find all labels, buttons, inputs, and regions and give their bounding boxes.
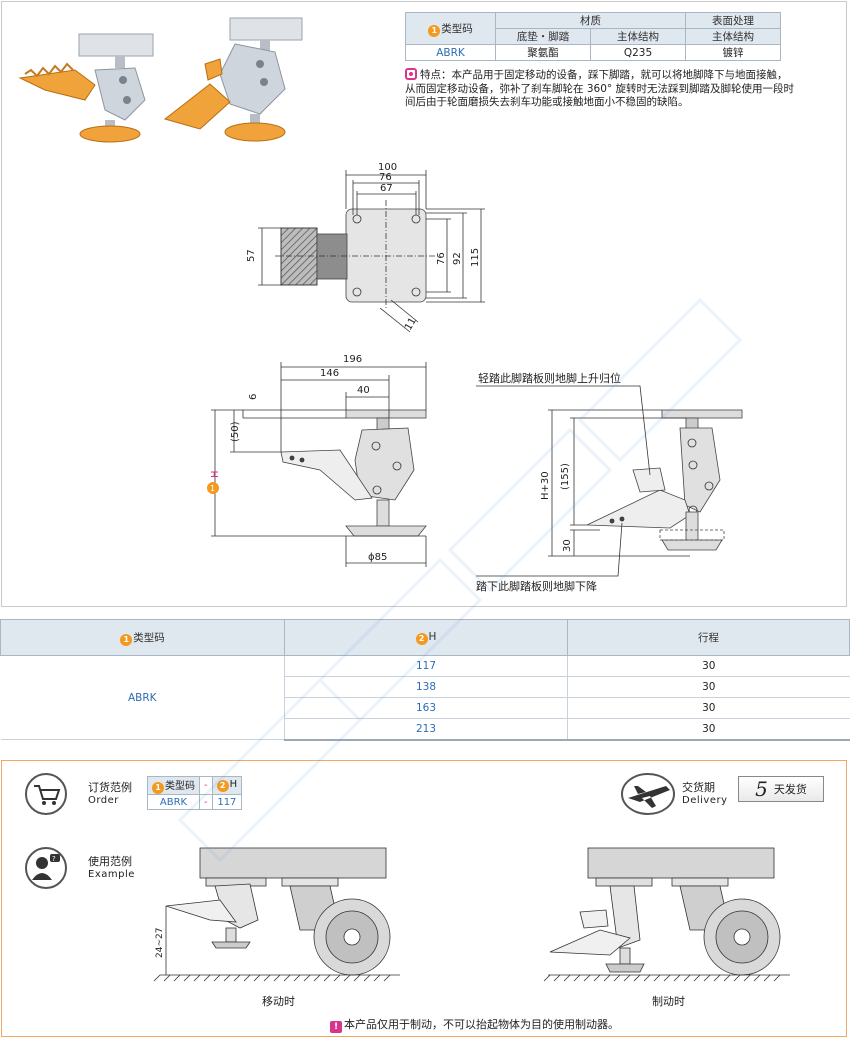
h-table-h-value: 117 [284, 655, 568, 677]
dim-6: 6 [248, 394, 259, 400]
up-note: 轻踏此脚踏板则地脚上升归位 [478, 371, 621, 385]
h-table-stroke-value: 30 [567, 718, 850, 741]
dim-76-top: 76 [379, 172, 392, 183]
dim-115: 115 [470, 248, 481, 267]
order-example-panel [1, 760, 847, 1037]
dim-146: 146 [320, 368, 339, 379]
airplane-icon [621, 773, 675, 815]
number-2-icon: 2 [216, 780, 229, 792]
moving-label: 移动时 [262, 995, 295, 1008]
side-view-drawing [211, 362, 427, 567]
spec-surface-value: 镀锌 [685, 44, 781, 61]
dim-40: 40 [357, 385, 370, 396]
dim-57: 57 [246, 249, 257, 262]
cart-icon [25, 773, 67, 815]
usage-note: !本产品仅用于制动，不可以抬起物体为目的使用制动器。 [330, 1016, 619, 1033]
number-1-icon: 1 [428, 24, 441, 37]
dim-100: 100 [378, 162, 397, 173]
spec-body-value: Q235 [590, 44, 686, 61]
h-table-type: ABRK [0, 655, 285, 740]
h-table-h-value: 163 [284, 697, 568, 719]
dim-76-side: 76 [436, 252, 447, 265]
dim-H30: H+30 [540, 471, 551, 500]
order-label-en: Order [88, 795, 119, 806]
spec-header-pad: 底垫・脚踏 [495, 28, 591, 45]
h-table-h-value: 138 [284, 676, 568, 698]
order-type: ABRK [147, 794, 200, 810]
feature-icon [405, 68, 417, 80]
delivery-label-en: Delivery [682, 795, 728, 806]
dim-30: 30 [562, 539, 573, 552]
h-table-stroke-value: 30 [567, 697, 850, 719]
number-2-icon: 2 [415, 632, 428, 645]
product-photo-left [18, 33, 154, 143]
spec-header-surface: 表面处理 [685, 12, 781, 29]
svg-text:?: ? [52, 855, 56, 863]
spec-header-body: 主体结构 [590, 28, 686, 45]
example-dim: 24~27 [155, 928, 165, 958]
h-table-h-value: 213 [284, 718, 568, 741]
operation-view-drawing [476, 385, 743, 577]
dim-50: (50) [230, 421, 241, 442]
dim-155: (155) [560, 463, 571, 490]
number-1-icon: 1 [152, 782, 164, 794]
delivery-label: 交货期 [682, 781, 715, 794]
h-table-header-stroke: 行程 [567, 619, 850, 656]
side-num-1: 1 [210, 484, 215, 493]
spec-pad-value: 聚氨酯 [495, 44, 591, 61]
delivery-days-label: 天发货 [773, 783, 807, 796]
spec-type-value: ABRK [405, 44, 496, 61]
dim-92: 92 [452, 252, 463, 265]
order-label: 订货范例 [88, 781, 132, 794]
dim-196: 196 [343, 354, 362, 365]
dim-H: H [210, 470, 221, 478]
top-view-drawing [258, 170, 485, 333]
number-1-icon: 1 [120, 633, 133, 646]
h-table-stroke-value: 30 [567, 676, 850, 698]
delivery-days-box: 5 天发货 [738, 776, 824, 802]
h-table-stroke-value: 30 [567, 655, 850, 677]
order-h: 117 [211, 794, 243, 810]
exclamation-icon: ! [330, 1021, 342, 1033]
dim-phi85: ϕ85 [368, 552, 387, 563]
spec-header-body2: 主体结构 [685, 28, 781, 45]
user-question-icon: ? [25, 847, 67, 889]
product-panel [1, 1, 847, 607]
example-label: 使用范例 [88, 855, 132, 868]
dim-67: 67 [380, 183, 393, 194]
down-note: 踏下此脚踏板则地脚下降 [476, 579, 597, 593]
product-photo-right [163, 17, 303, 142]
example-label-en: Example [88, 869, 135, 880]
spec-header-material: 材质 [495, 12, 686, 29]
feature-description: 特点：本产品用于固定移动的设备，踩下脚踏，就可以将地脚降下与地面接触，从而固定移… [405, 68, 794, 108]
braking-label: 制动时 [652, 995, 685, 1008]
delivery-days: 5 [755, 777, 768, 801]
